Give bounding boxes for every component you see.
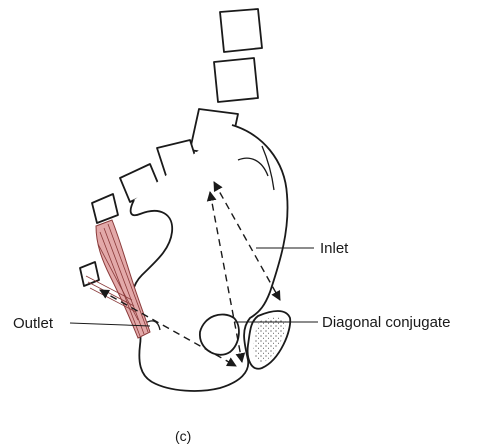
inlet-label: Inlet — [320, 240, 349, 257]
vertebra-2 — [214, 58, 258, 102]
vertebra-1 — [220, 9, 262, 52]
coccyx-segment-2 — [92, 194, 118, 223]
outlet-label: Outlet — [13, 315, 54, 332]
pubic-stipple-area — [253, 317, 286, 362]
figure-caption: (c) — [175, 428, 191, 444]
diagonal-conjugate-label: Diagonal conjugate — [322, 314, 450, 331]
